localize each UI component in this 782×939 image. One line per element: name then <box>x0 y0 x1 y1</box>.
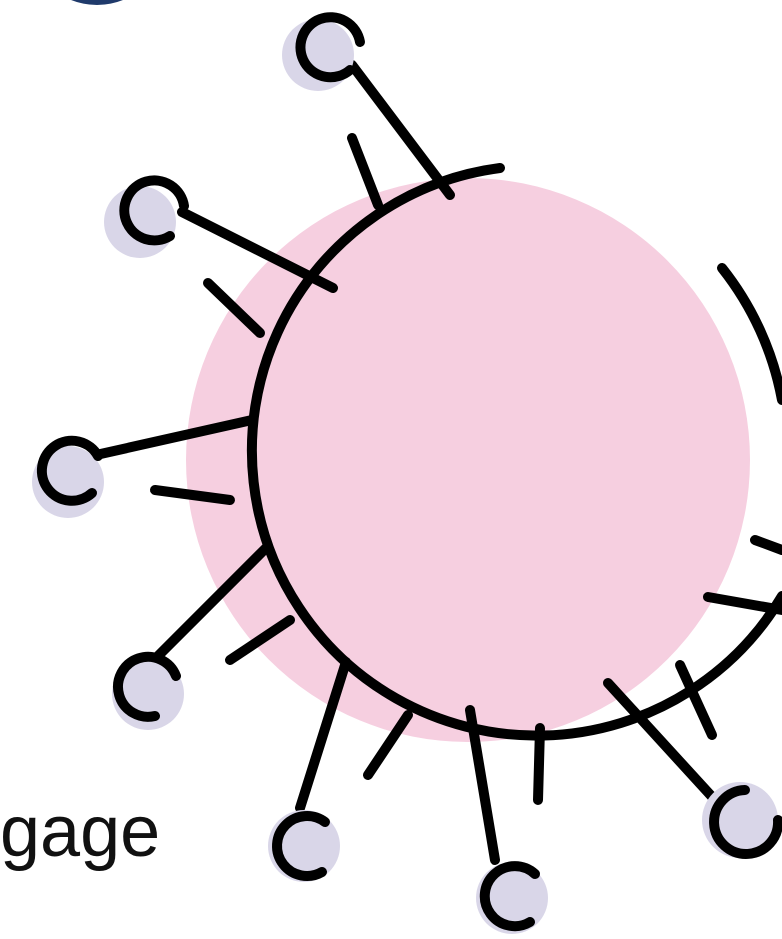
spike-bottom-left <box>268 662 346 882</box>
top-circle-fragment <box>27 0 167 5</box>
spike-upper-left <box>104 180 333 288</box>
virus-body <box>186 178 750 742</box>
spike-bottom-right <box>608 683 778 858</box>
partial-text: gage <box>0 796 160 868</box>
spike-lower-left <box>112 548 266 730</box>
